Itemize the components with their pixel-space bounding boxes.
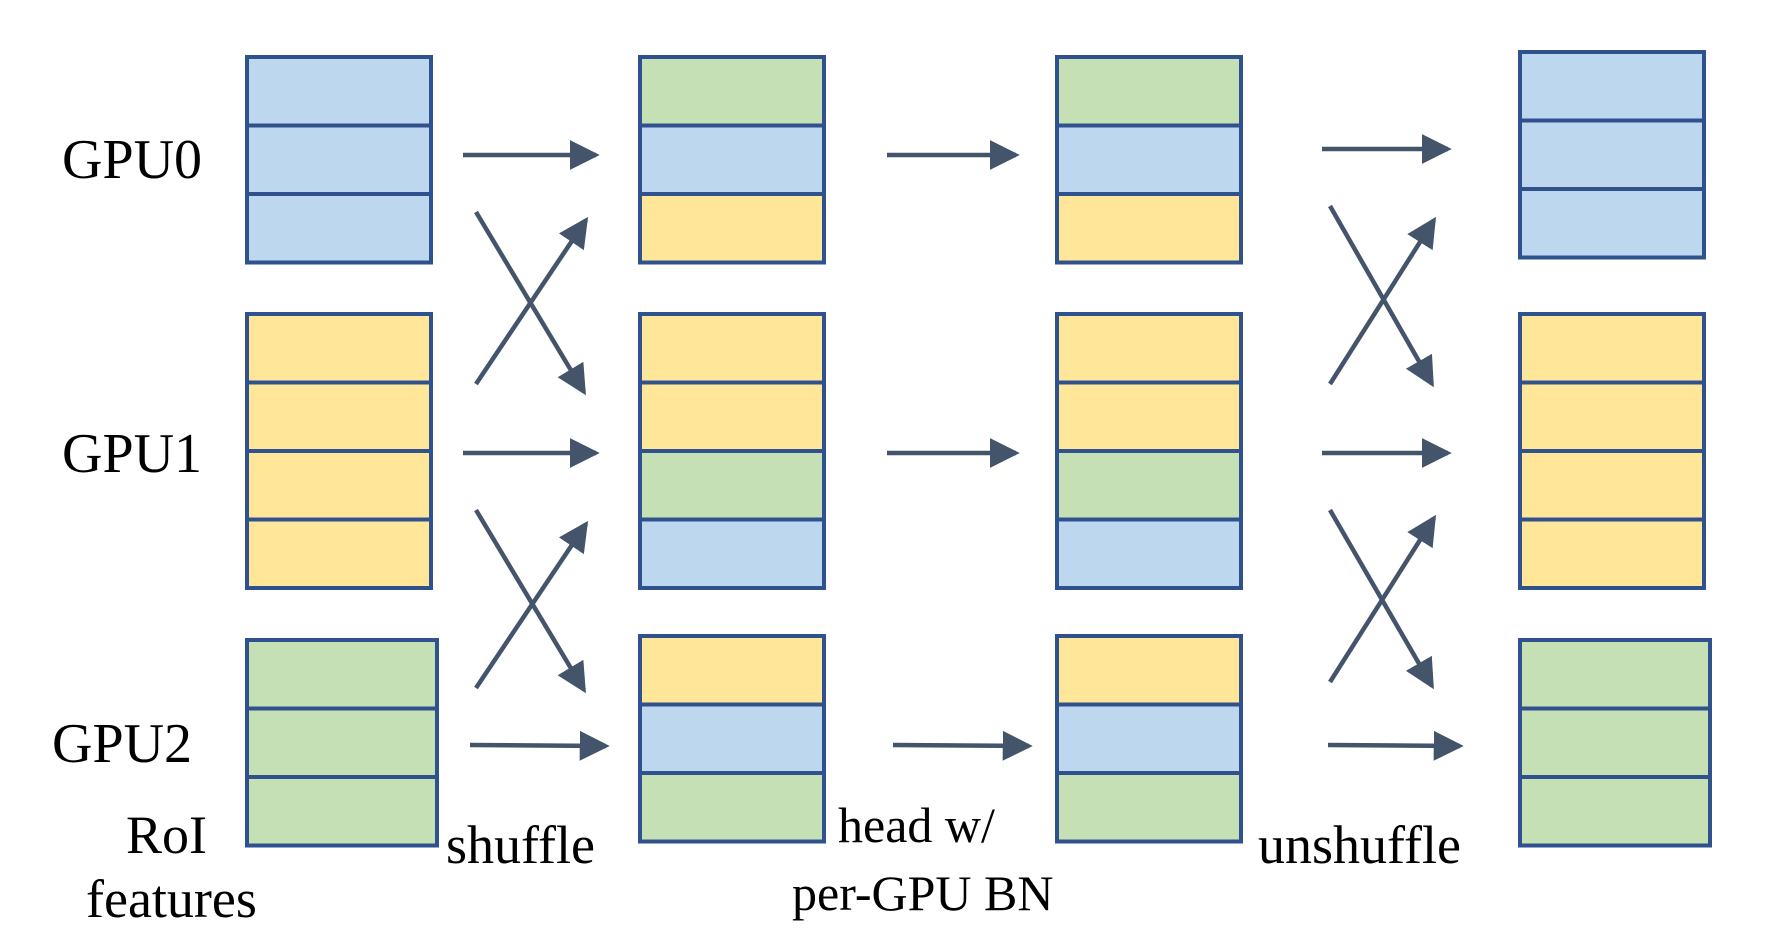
stage-2-gpu0-cell-1-blue (1055, 123, 1243, 196)
roi-features-label-line2: features (86, 869, 257, 929)
unshuffle-arrow-gpu2-to-gpu1 (1328, 514, 1437, 684)
stage-3-gpu1-block (1518, 312, 1706, 590)
shuffle-arrow-gpu1-to-gpu2 (474, 508, 586, 694)
stage-3-gpu1-cell-3-yellow (1518, 517, 1706, 590)
stage-0-gpu1-block (245, 312, 433, 590)
gpu1-label: GPU1 (62, 423, 203, 485)
stage-1-gpu0-cell-1-blue (638, 123, 826, 196)
stage-1-gpu1-cell-3-blue (638, 517, 826, 590)
stage-0-gpu1-cell-2-yellow (245, 449, 433, 522)
stage-0-gpu1-cell-3-yellow (245, 517, 433, 590)
stage-2-gpu0-cell-0-green (1055, 55, 1243, 128)
stage-2-gpu2-cell-2-green (1055, 771, 1243, 844)
stage-0-gpu2-cell-0-green (245, 638, 439, 711)
stage-0-gpu0-cell-2-blue (245, 192, 433, 265)
stage-1-gpu0-cell-2-yellow (638, 192, 826, 265)
stage-3-gpu0-cell-2-blue (1518, 187, 1706, 260)
stage-3-gpu2-cell-0-green (1518, 638, 1712, 711)
stage-0-gpu2-cell-1-green (245, 706, 439, 779)
stage-1-gpu2-block (638, 634, 826, 844)
stage-0-gpu2-cell-2-green (245, 775, 439, 848)
shuffle-label: shuffle (446, 815, 595, 875)
stage-3-gpu0-block (1518, 50, 1706, 260)
stage-2-gpu2-cell-0-yellow (1055, 634, 1243, 707)
stage-1-gpu2-cell-1-blue (638, 702, 826, 775)
unshuffle-arrow-gpu2 (1327, 730, 1464, 761)
shuffle-arrow-gpu1-to-gpu0 (474, 216, 589, 386)
stage-2-gpu0-cell-2-yellow (1055, 192, 1243, 265)
stage-2-gpu1-block (1055, 312, 1243, 590)
stage-3-gpu0-cell-1-blue (1518, 118, 1706, 191)
stage-0-gpu1-cell-1-yellow (245, 380, 433, 453)
shuffle-arrow-gpu2-to-gpu1 (474, 520, 589, 690)
stage-3-gpu2-cell-1-green (1518, 706, 1712, 779)
stage-2-gpu2-block (1055, 634, 1243, 844)
stage-3-gpu1-cell-0-yellow (1518, 312, 1706, 385)
stage-1-gpu1-cell-2-green (638, 449, 826, 522)
stage-1-gpu1-cell-1-yellow (638, 380, 826, 453)
stage-1-gpu2-cell-2-green (638, 771, 826, 844)
shuffle-arrow-gpu2 (469, 730, 610, 761)
stage-0-gpu2-block (245, 638, 439, 848)
stage-2-gpu1-cell-1-yellow (1055, 380, 1243, 453)
stage-0-gpu1-cell-0-yellow (245, 312, 433, 385)
stage-1-gpu0-cell-0-green (638, 55, 826, 128)
stage-3-gpu2-cell-2-green (1518, 775, 1712, 848)
stage-0-gpu0-block (245, 55, 433, 265)
head-label-line1: head w/ (838, 797, 995, 853)
stage-1-gpu2-cell-0-yellow (638, 634, 826, 707)
stage-1-gpu0-block (638, 55, 826, 265)
stage-3-gpu2-block (1518, 638, 1712, 848)
unshuffle-arrow-gpu0-to-gpu1 (1328, 204, 1434, 388)
stage-1-gpu1-block (638, 312, 826, 590)
stage-0-gpu0-cell-0-blue (245, 55, 433, 128)
stage-2-gpu1-cell-2-green (1055, 449, 1243, 522)
gpu0-label: GPU0 (62, 129, 203, 191)
head-arrow-gpu2 (892, 730, 1033, 761)
feature-blocks (245, 50, 1712, 848)
stage-2-gpu1-cell-0-yellow (1055, 312, 1243, 385)
stage-3-gpu1-cell-2-yellow (1518, 449, 1706, 522)
data-flow-arrows (463, 134, 1464, 761)
stage-3-gpu0-cell-0-blue (1518, 50, 1706, 123)
roi-features-label-line1: RoI (126, 805, 207, 865)
stage-3-gpu1-cell-1-yellow (1518, 380, 1706, 453)
head-label-line2: per-GPU BN (792, 865, 1054, 921)
stage-2-gpu2-cell-1-blue (1055, 702, 1243, 775)
gpu2-label: GPU2 (52, 713, 193, 775)
stage-1-gpu1-cell-0-yellow (638, 312, 826, 385)
stage-2-gpu0-block (1055, 55, 1243, 265)
unshuffle-arrow-gpu1-to-gpu0 (1328, 216, 1437, 386)
unshuffle-label: unshuffle (1258, 815, 1461, 875)
stage-2-gpu1-cell-3-blue (1055, 517, 1243, 590)
stage-0-gpu0-cell-1-blue (245, 123, 433, 196)
